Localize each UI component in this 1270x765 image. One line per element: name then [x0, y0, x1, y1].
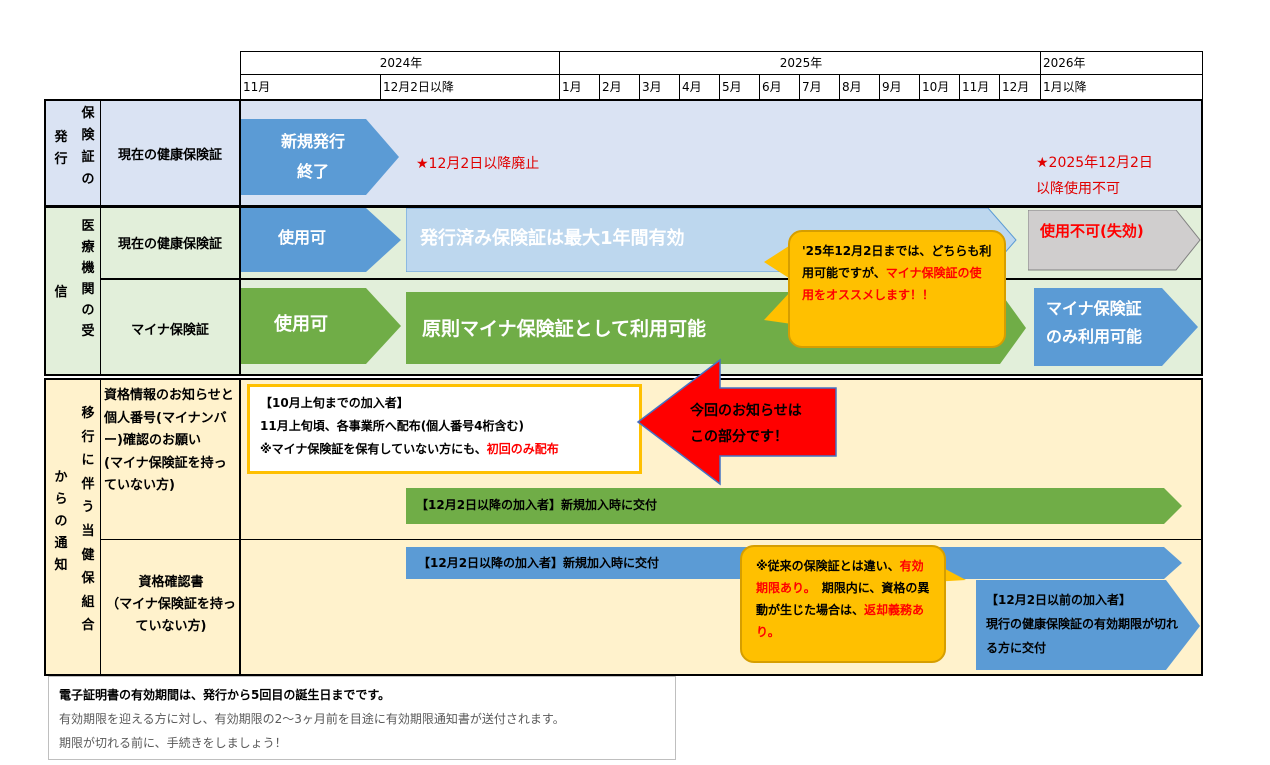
month-cell: 3月 [639, 74, 680, 100]
divider [239, 99, 241, 207]
usable-arrow-2 [241, 288, 401, 364]
section-issue-label: 保 険 証 の [81, 106, 95, 187]
divider [100, 378, 101, 676]
usable-label-1: 使用可 [278, 228, 327, 247]
callout1-red: マイナ保険証の使用をオススメします！！ [802, 266, 982, 302]
row-label-notice2: 資格確認書 （マイナ保険証を持っていない方) [106, 575, 236, 634]
new-issue-arrow [241, 119, 399, 195]
footnote-line1: 電子証明書の有効期間は、発行から5回目の誕生日までです。 [59, 688, 391, 702]
callout1-text: '25年12月2日までは、どちらも利用可能ですが、 [802, 244, 992, 280]
divider [239, 378, 241, 676]
myna-principle-label: 原則マイナ保険証として利用可能 [422, 318, 707, 340]
divider [239, 206, 241, 376]
month-cell: 5月 [719, 74, 760, 100]
footnote-box: 電子証明書の有効期間は、発行から5回目の誕生日までです。 有効期限を迎える方に対… [48, 676, 676, 760]
month-cell: 1月 [559, 74, 600, 100]
until-2025-note: ★2025年12月2日 以降使用不可 [1036, 155, 1153, 197]
row-label-myna: マイナ保険証 [131, 322, 209, 338]
section-medical-side: 信 [54, 285, 68, 300]
year-2025: 2025年 [559, 51, 1041, 75]
notice-box-line3: ※マイナ保険証を保有していない方にも、初回のみ配布 [260, 442, 559, 456]
month-cell: 11月 [959, 74, 1000, 100]
red-pointer-label: 今回のお知らせは この部分です！ [690, 403, 802, 445]
row-label-current-medical: 現在の健康保険証 [117, 236, 222, 252]
section-notice-side: か ら の 通 知 [54, 470, 68, 573]
unusable-arrow [1028, 210, 1201, 271]
month-cell: 9月 [879, 74, 920, 100]
month-cell: 12月2日以降 [380, 74, 560, 100]
month-cell: 4月 [679, 74, 720, 100]
join-before-title: 【12月2日以前の加入者】 [986, 593, 1132, 607]
month-cell: 11月 [240, 74, 381, 100]
year-2026: 2026年 [1040, 51, 1203, 75]
usable-arrow-1 [241, 208, 401, 272]
callout-myna-recommend: '25年12月2日までは、どちらも利用可能ですが、マイナ保険証の使用をオススメし… [788, 230, 1006, 348]
first-time-only: 初回のみ配布 [486, 442, 559, 456]
month-cell: 7月 [799, 74, 840, 100]
notice-box: 【10月上旬までの加入者】 11月上旬頃、各事業所へ配布(個人番号4桁含む) ※… [247, 384, 642, 474]
section-medical-label: 医 療 機 関 の 受 [81, 219, 95, 339]
row-divider [101, 539, 1203, 540]
join-after-label-1: 【12月2日以降の加入者】新規加入時に交付 [416, 498, 658, 512]
footnote-line3: 期限が切れる前に、手続きをしましょう！ [59, 736, 287, 750]
section-issue-side: 発 行 [54, 130, 68, 167]
footnote-line2: 有効期限を迎える方に対し、有効期限の2〜3ヶ月前を目途に有効期限通知書が送付され… [59, 712, 565, 726]
row-label-notice1: 資格情報のお知らせと個人番号(マイナンバー)確認のお願い (マイナ保険証を持って… [104, 388, 234, 493]
year-2024: 2024年 [240, 51, 560, 75]
usable-label-2: 使用可 [274, 314, 328, 335]
join-before-text: 【12月2日以前の加入者】 現行の健康保険証の有効期限が切れる方に交付 [986, 588, 1180, 660]
myna-only-label: マイナ保険証 のみ利用可能 [1046, 299, 1143, 346]
month-cell: 6月 [759, 74, 800, 100]
new-issue-label: 新規発行 終了 [280, 132, 345, 181]
row-divider [101, 278, 1203, 280]
unusable-label: 使用不可(失効) [1040, 222, 1144, 240]
join-after-label-2: 【12月2日以降の加入者】新規加入時に交付 [418, 556, 660, 570]
section-issue-bg [44, 99, 1203, 207]
section-notice-label: 移 行 に 伴 う 当 健 保 組 合 [81, 406, 95, 634]
red-pointer-arrow [636, 358, 837, 486]
month-cell: 2月 [599, 74, 640, 100]
row-label-current-issue: 現在の健康保険証 [117, 147, 222, 163]
month-cell: 1月以降 [1040, 74, 1203, 100]
callout-expiry: ※従来の保険証とは違い、有効期限あり。 期限内に、資格の異動が生じた場合は、返却… [740, 545, 946, 663]
month-cell: 10月 [919, 74, 960, 100]
has-expiry: 有効期限あり。 [756, 559, 924, 595]
join-before-arrow [976, 580, 1200, 670]
myna-only-arrow [1034, 288, 1198, 366]
month-cell: 12月 [999, 74, 1041, 100]
notice-box-line1: 【10月上旬までの加入者】 [260, 396, 409, 410]
divider [100, 99, 101, 207]
return-duty: 返却義務あり。 [756, 603, 925, 639]
notice-box-line2: 11月上旬頃、各事業所へ配布(個人番号4桁含む) [260, 419, 525, 433]
callout1-tail [764, 244, 792, 324]
join-before-body: 現行の健康保険証の有効期限が切れる方に交付 [986, 617, 1179, 655]
abolish-note: ★12月2日以降廃止 [416, 156, 540, 172]
month-cell: 8月 [839, 74, 880, 100]
valid-one-year-label: 発行済み保険証は最大1年間有効 [420, 228, 685, 249]
join-after-arrow-1 [406, 488, 1182, 524]
divider [100, 206, 101, 376]
